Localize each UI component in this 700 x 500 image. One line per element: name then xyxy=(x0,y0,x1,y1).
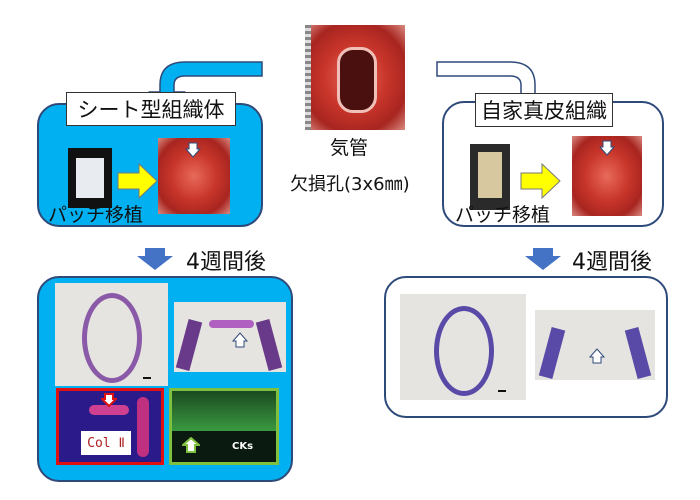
trachea-defect-photo xyxy=(305,25,405,130)
white-arrow-icon xyxy=(589,348,605,364)
white-arrow-icon xyxy=(232,332,248,348)
green-arrow-icon xyxy=(182,437,200,453)
yellow-arrow-icon xyxy=(117,163,158,199)
sheet-transplant-photo xyxy=(158,138,230,214)
defect-label: 欠損孔(3x6㎜) xyxy=(290,174,410,195)
sheet-weeks-label: 4週間後 xyxy=(186,250,266,275)
dermis-weeks-label: 4週間後 xyxy=(572,250,652,275)
dermis-transplant-photo xyxy=(572,136,642,216)
white-arrow-icon xyxy=(599,140,615,156)
dermis-histology-closeup xyxy=(535,310,655,380)
red-arrow-icon xyxy=(101,393,117,407)
scale-bar xyxy=(143,377,151,379)
col2-label: Col Ⅱ xyxy=(81,431,131,455)
dermis-histology-overview xyxy=(400,294,526,400)
scale-bar xyxy=(498,390,506,392)
left-down-arrow xyxy=(137,248,173,270)
sheet-patch-label: パッチ移植 xyxy=(48,204,144,226)
organ-label: 気管 xyxy=(330,137,369,159)
yellow-arrow-icon xyxy=(520,163,561,199)
dermis-patch-photo xyxy=(470,144,510,210)
sheet-tissue-title: シート型組織体 xyxy=(66,92,236,126)
col2-stain-image: Col Ⅱ xyxy=(56,388,164,465)
sheet-histology-overview xyxy=(55,283,168,386)
dermis-title: 自家真皮組織 xyxy=(475,93,613,127)
cks-stain-image: CKs xyxy=(169,388,279,465)
dermis-patch-label: パッチ移植 xyxy=(455,204,551,226)
white-arrow-icon xyxy=(185,142,201,158)
sheet-histology-closeup xyxy=(174,302,286,372)
right-down-arrow xyxy=(525,248,561,270)
sheet-patch-photo xyxy=(68,148,112,208)
ruler xyxy=(305,25,311,130)
defect-hole xyxy=(337,47,377,113)
cks-label: CKs xyxy=(232,441,254,452)
